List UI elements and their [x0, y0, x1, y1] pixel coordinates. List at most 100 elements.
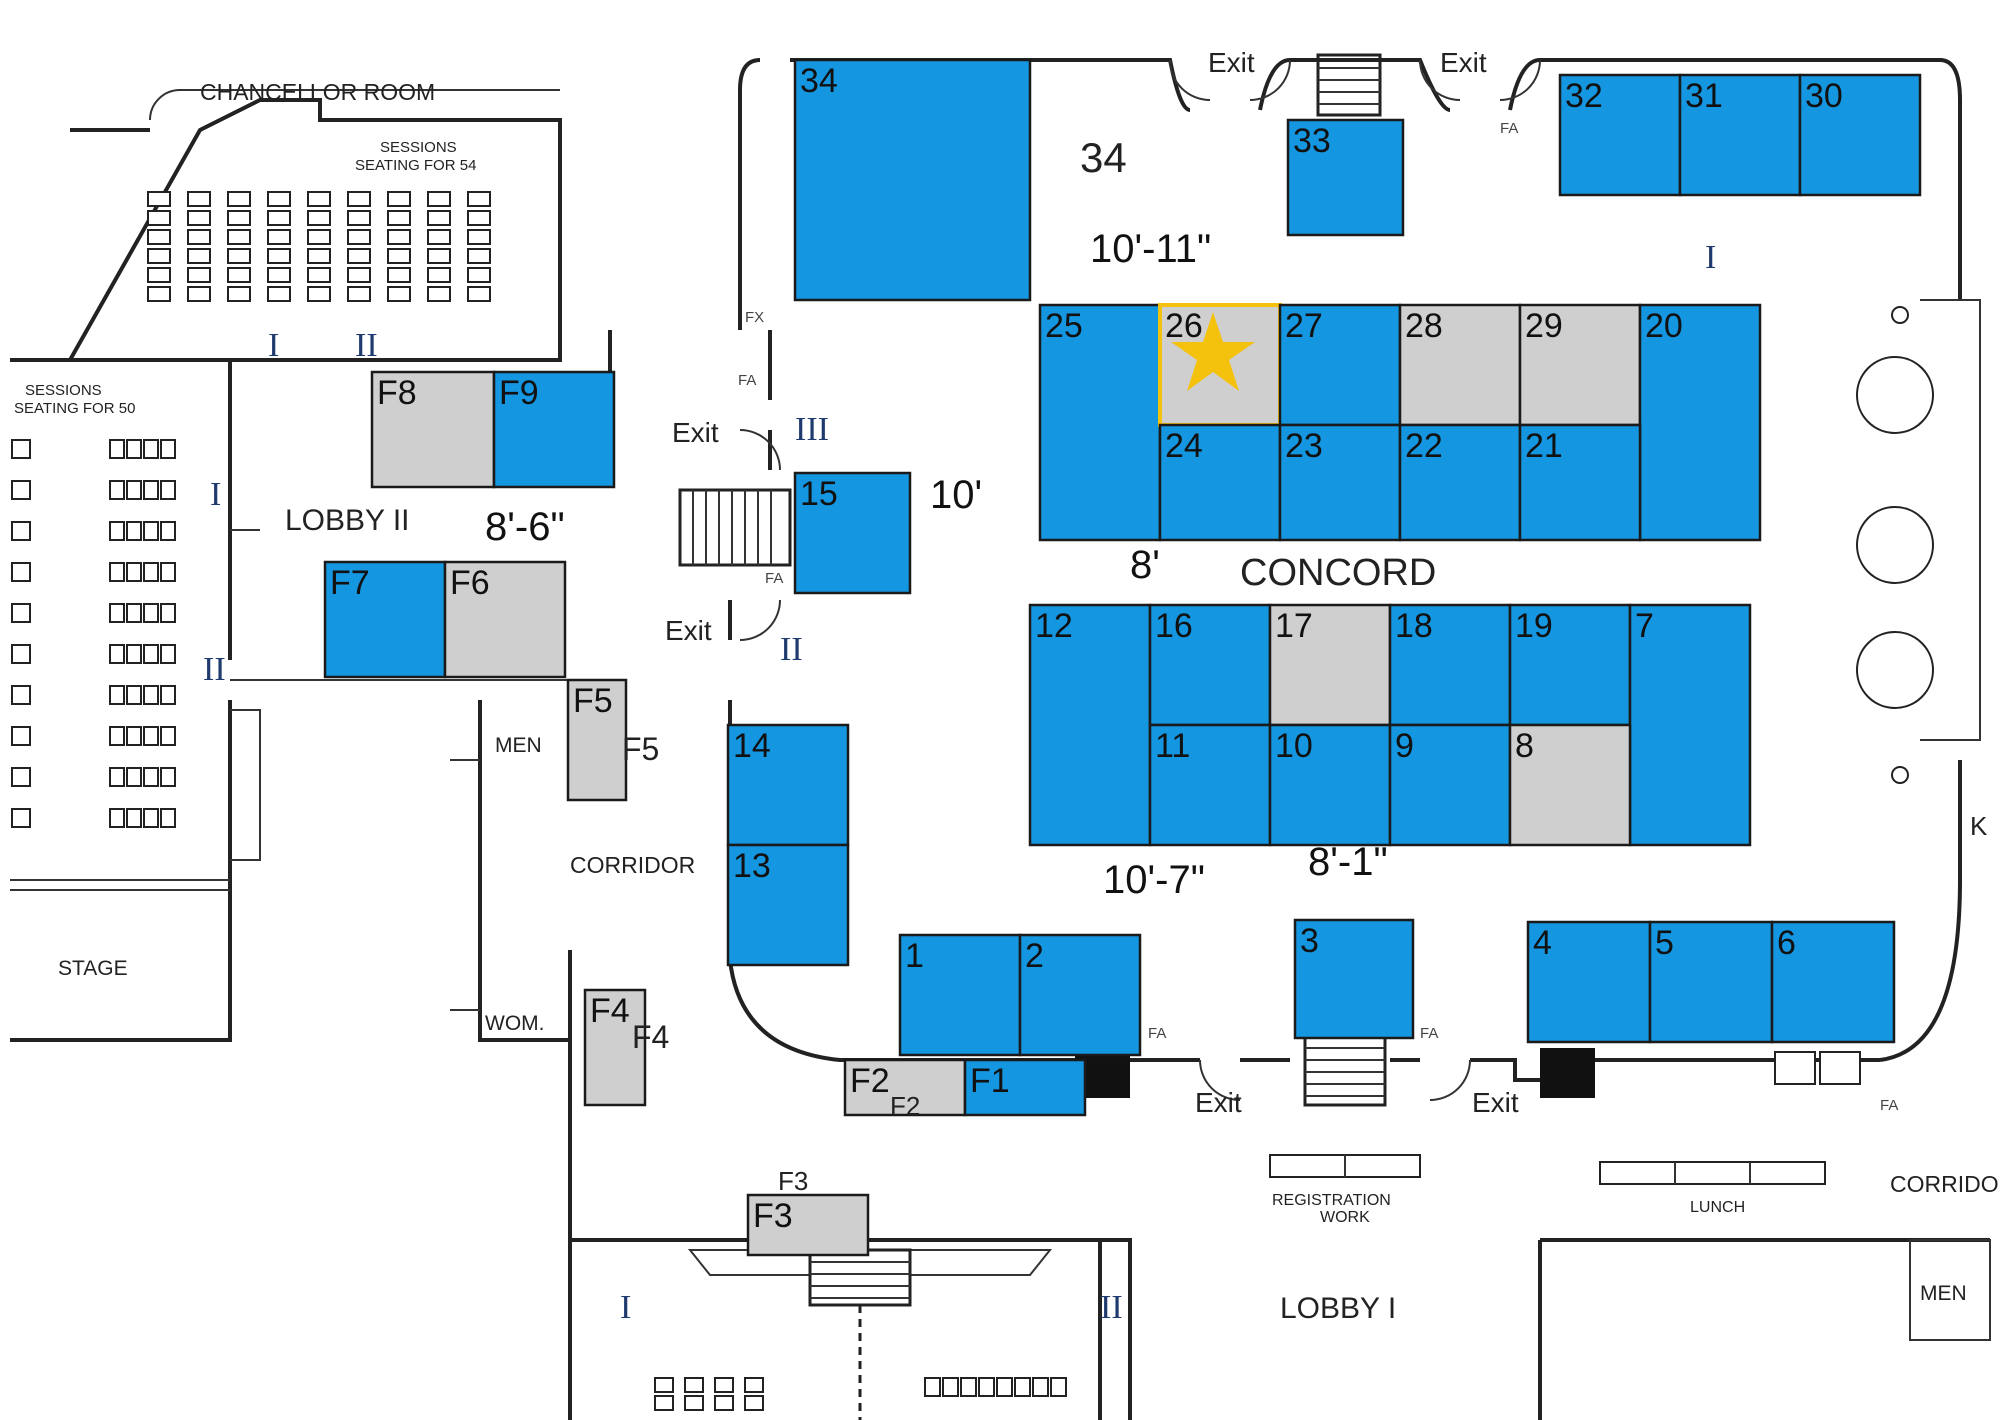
booth-rect[interactable] [793, 58, 1032, 302]
chair [347, 248, 371, 264]
chair [160, 521, 176, 541]
booth-f3[interactable]: F3 [746, 1193, 870, 1257]
room-labels: CHANCELLOR ROOM SESSIONS SEATING FOR 54 … [14, 79, 2000, 1325]
booth-23[interactable]: 23 [1278, 423, 1402, 542]
chair [1014, 1377, 1031, 1397]
booth-3[interactable]: 3 [1293, 918, 1415, 1040]
chair [187, 210, 211, 226]
booth-1[interactable]: 1 [898, 933, 1022, 1057]
booth-8[interactable]: 8 [1508, 723, 1632, 847]
booth-28[interactable]: 28 [1398, 303, 1522, 427]
booth-30[interactable]: 30 [1798, 73, 1922, 197]
booth-rect[interactable] [1628, 603, 1752, 847]
booth-rect[interactable] [1286, 118, 1405, 237]
booth-rect[interactable] [1648, 920, 1774, 1044]
chair [467, 267, 491, 283]
booth-22[interactable]: 22 [1398, 423, 1522, 542]
booth-rect[interactable] [566, 678, 628, 802]
booth-rect[interactable] [1018, 933, 1142, 1057]
booth-rect[interactable] [1558, 73, 1682, 197]
booth-rect[interactable] [323, 560, 447, 679]
booth-number: 31 [1685, 77, 1723, 115]
booth-f6[interactable]: F6 [443, 560, 567, 679]
booth-27[interactable]: 27 [1278, 303, 1402, 427]
booth-rect[interactable] [1038, 303, 1162, 542]
booth-rect[interactable] [1526, 920, 1652, 1044]
booth-f8[interactable]: F8 [370, 370, 496, 489]
chair [143, 562, 159, 582]
booth-rect[interactable] [443, 560, 567, 679]
booth-14[interactable]: 14 [726, 723, 850, 847]
chair [267, 229, 291, 245]
chair [467, 210, 491, 226]
booth-rect[interactable] [1798, 73, 1922, 197]
booth-31[interactable]: 31 [1678, 73, 1802, 197]
booth-25[interactable]: 25 [1038, 303, 1162, 542]
booth-number: 30 [1805, 77, 1843, 115]
booth-18[interactable]: 18 [1388, 603, 1512, 727]
chair [126, 562, 142, 582]
booth-6[interactable]: 6 [1770, 920, 1896, 1044]
booth-rect[interactable] [1388, 723, 1512, 847]
booth-20[interactable]: 20 [1638, 303, 1762, 542]
booth-f9[interactable]: F9 [492, 370, 616, 489]
booth-32[interactable]: 32 [1558, 73, 1682, 197]
booth-7[interactable]: 7 [1628, 603, 1752, 847]
booth-number: F6 [450, 564, 490, 602]
booth-rect[interactable] [746, 1193, 870, 1257]
booth-rect[interactable] [1518, 423, 1642, 542]
booth-10[interactable]: 10 [1268, 723, 1392, 847]
booth-rect[interactable] [1268, 723, 1392, 847]
booth-rect[interactable] [370, 370, 496, 489]
round-tables [1856, 306, 1934, 784]
booth-11[interactable]: 11 [1148, 723, 1272, 847]
booth-16[interactable]: 16 [1148, 603, 1272, 727]
booth-rect[interactable] [1398, 423, 1522, 542]
booth-rect[interactable] [1678, 73, 1802, 197]
booth-rect[interactable] [1770, 920, 1896, 1044]
booth-17[interactable]: 17 [1268, 603, 1392, 727]
booth-24[interactable]: 24 [1158, 423, 1282, 542]
chair [126, 439, 142, 459]
booth-34[interactable]: 34 [793, 58, 1032, 302]
booth-f4[interactable]: F4 [583, 988, 647, 1107]
booth-number: F5 [573, 682, 613, 720]
booth-15[interactable]: 15 [793, 471, 912, 595]
booth-f5[interactable]: F5 [566, 678, 628, 802]
booth-rect[interactable] [1028, 603, 1152, 847]
booth-12[interactable]: 12 [1028, 603, 1152, 847]
booth-rect[interactable] [1278, 423, 1402, 542]
exit-label-1: Exit [1208, 47, 1255, 78]
booth-rect[interactable] [963, 1058, 1087, 1117]
booth-number: F4 [590, 992, 630, 1030]
booth-rect[interactable] [1158, 423, 1282, 542]
booth-rect[interactable] [492, 370, 616, 489]
booth-number: F3 [753, 1197, 793, 1235]
booth-rect[interactable] [726, 843, 850, 967]
booth-rect[interactable] [1638, 303, 1762, 542]
booth-13[interactable]: 13 [726, 843, 850, 967]
booth-f7[interactable]: F7 [323, 560, 447, 679]
booth-5[interactable]: 5 [1648, 920, 1774, 1044]
booth-29[interactable]: 29 [1518, 303, 1642, 427]
booth-f1[interactable]: F1 [963, 1058, 1087, 1117]
chair [387, 267, 411, 283]
exit-label-3: Exit [672, 417, 719, 448]
booth-33[interactable]: 33 [1286, 118, 1405, 237]
booth-rect[interactable] [1268, 603, 1392, 727]
chair [160, 726, 176, 746]
chair [1032, 1377, 1049, 1397]
booth-21[interactable]: 21 [1518, 423, 1642, 542]
booth-2[interactable]: 2 [1018, 933, 1142, 1057]
booth-19[interactable]: 19 [1508, 603, 1632, 727]
booth-number: 17 [1275, 607, 1313, 645]
booth-rect[interactable] [793, 471, 912, 595]
booth-rect[interactable] [583, 988, 647, 1107]
booth-f5-side-label: F5 [622, 731, 659, 767]
booth-4[interactable]: 4 [1526, 920, 1652, 1044]
booth-number: 10 [1275, 727, 1313, 765]
booth-rect[interactable] [1293, 918, 1415, 1040]
booth-rect[interactable] [1508, 723, 1632, 847]
booth-rect[interactable] [1148, 603, 1272, 727]
booth-9[interactable]: 9 [1388, 723, 1512, 847]
